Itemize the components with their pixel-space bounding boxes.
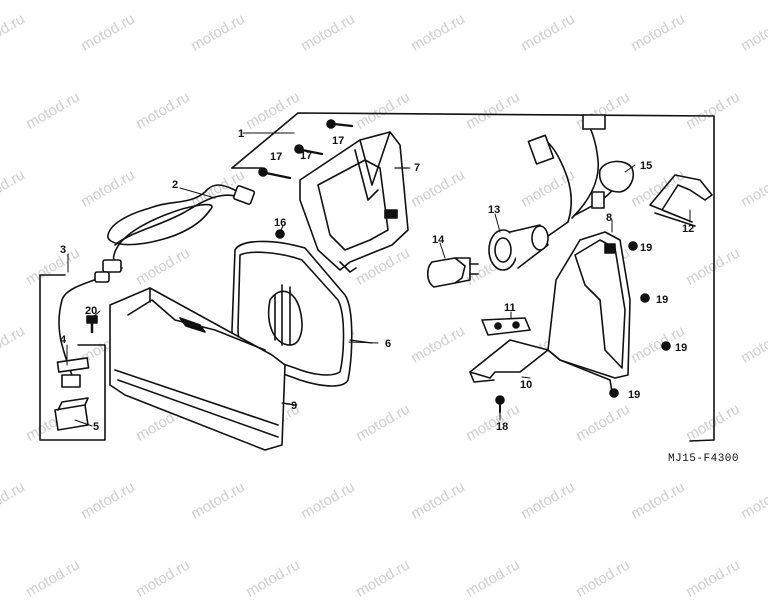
callout-18: 18 [496, 421, 508, 433]
callout-5: 5 [93, 421, 99, 433]
lamp-wiring-part [527, 114, 635, 223]
callout-15: 15 [640, 160, 652, 172]
callout-19: 19 [628, 389, 640, 401]
callout-17: 17 [332, 135, 344, 147]
callout-6: 6 [385, 338, 391, 350]
callout-labels: 1234567891011121314151617171718191919192… [60, 128, 694, 433]
callout-17: 17 [270, 151, 282, 163]
socket-13 [488, 221, 569, 271]
bracket-10 [469, 339, 549, 383]
callout-19: 19 [640, 242, 652, 254]
bolt-17a [326, 119, 354, 129]
plate-11 [481, 317, 531, 336]
callout-2: 2 [172, 179, 178, 191]
callout-16: 16 [274, 217, 286, 229]
diagram-code: MJ15-F4300 [668, 453, 740, 465]
callout-19: 19 [675, 342, 687, 354]
bolt-17c [258, 167, 292, 180]
assembly-frame [231, 112, 715, 442]
nut-16 [275, 229, 285, 239]
nut-19d [609, 388, 619, 398]
leader-lines [66, 132, 691, 427]
callout-19: 19 [656, 294, 668, 306]
screw-18 [495, 395, 505, 413]
callout-11: 11 [504, 302, 516, 314]
nut-19b [640, 293, 650, 303]
callout-1: 1 [238, 128, 244, 140]
callout-4: 4 [60, 334, 67, 346]
nut-19c [661, 341, 671, 351]
callout-10: 10 [520, 379, 532, 391]
callout-13: 13 [488, 204, 500, 216]
callout-8: 8 [606, 212, 612, 224]
callout-3: 3 [60, 244, 66, 256]
mounting-bracket-part [299, 131, 409, 273]
nut-19a [628, 241, 638, 251]
spring-clip-12 [649, 174, 713, 227]
callout-14: 14 [432, 234, 445, 246]
bolt-17b [294, 144, 324, 156]
wire-harness-part [102, 184, 256, 273]
callout-20: 20 [85, 305, 97, 317]
callout-7: 7 [414, 162, 420, 174]
bulb-14 [426, 257, 479, 288]
callout-17: 17 [300, 150, 312, 162]
screw-20 [86, 315, 98, 334]
front-cover-part [109, 287, 291, 451]
diagram-drawing: 1234567891011121314151617171718191919192… [39, 112, 715, 451]
callout-12: 12 [682, 223, 694, 235]
sub-harness-part [39, 271, 110, 441]
rear-housing-part [547, 231, 631, 393]
callout-9: 9 [291, 400, 297, 412]
